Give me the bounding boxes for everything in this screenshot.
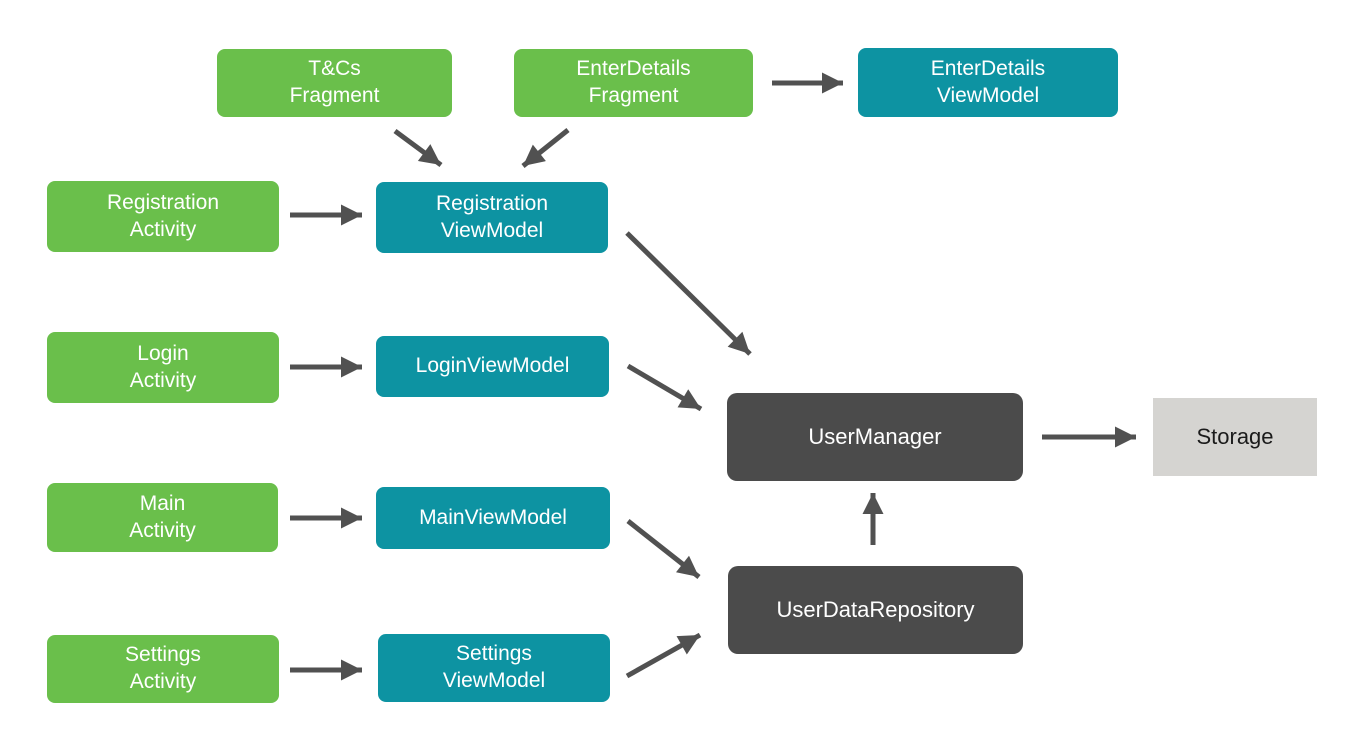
- node-label: Registration: [106, 190, 220, 214]
- node-label: EnterDetails: [930, 56, 1046, 80]
- node-storage: Storage: [1153, 398, 1317, 476]
- node-label: ViewModel: [936, 83, 1040, 107]
- arrow-tcs-fragment-to-registration-viewmodel: [393, 128, 443, 168]
- arrow-registration-viewmodel-to-usermanager: [625, 231, 752, 356]
- node-userdatarepository: UserDataRepository: [728, 566, 1023, 654]
- node-label: T&Cs: [308, 57, 361, 81]
- node-login-viewmodel: LoginViewModel: [376, 336, 609, 397]
- node-label: Activity: [129, 217, 197, 241]
- node-label: Settings: [125, 643, 201, 667]
- node-label: LoginViewModel: [415, 354, 570, 378]
- node-tcs-fragment: T&Cs Fragment: [217, 49, 452, 117]
- node-enterdetails-fragment: EnterDetails Fragment: [514, 49, 753, 117]
- node-label: ViewModel: [440, 218, 544, 242]
- node-label: Storage: [1196, 423, 1274, 449]
- node-main-viewmodel: MainViewModel: [376, 487, 610, 549]
- node-label: Fragment: [588, 84, 679, 107]
- node-registration-viewmodel: Registration ViewModel: [376, 182, 608, 253]
- node-label: Main: [139, 491, 186, 515]
- node-label: Activity: [129, 670, 197, 693]
- node-label: Fragment: [289, 84, 380, 107]
- node-label: MainViewModel: [419, 505, 567, 529]
- arrow-settings-viewmodel-to-userdatarepository: [625, 632, 702, 679]
- node-label: Activity: [129, 368, 197, 392]
- node-registration-activity: Registration Activity: [47, 181, 279, 252]
- node-label: Activity: [129, 518, 196, 542]
- node-settings-viewmodel: Settings ViewModel: [378, 634, 610, 702]
- node-login-activity: Login Activity: [47, 332, 279, 403]
- node-usermanager: UserManager: [727, 393, 1023, 481]
- arrow-login-viewmodel-to-usermanager: [626, 363, 703, 412]
- node-label: Registration: [435, 191, 549, 215]
- node-main-activity: Main Activity: [47, 483, 278, 552]
- arrow-enterdetails-fragment-to-registration-viewmodel: [521, 128, 570, 168]
- node-label: UserManager: [808, 423, 942, 449]
- node-label: ViewModel: [442, 669, 546, 692]
- node-label: EnterDetails: [576, 57, 691, 81]
- node-label: Login: [137, 341, 189, 365]
- node-enterdetails-viewmodel: EnterDetails ViewModel: [858, 48, 1118, 117]
- node-label: UserDataRepository: [776, 596, 975, 622]
- node-label: Settings: [456, 642, 532, 666]
- node-settings-activity: Settings Activity: [47, 635, 279, 703]
- arrow-main-viewmodel-to-userdatarepository: [626, 519, 701, 579]
